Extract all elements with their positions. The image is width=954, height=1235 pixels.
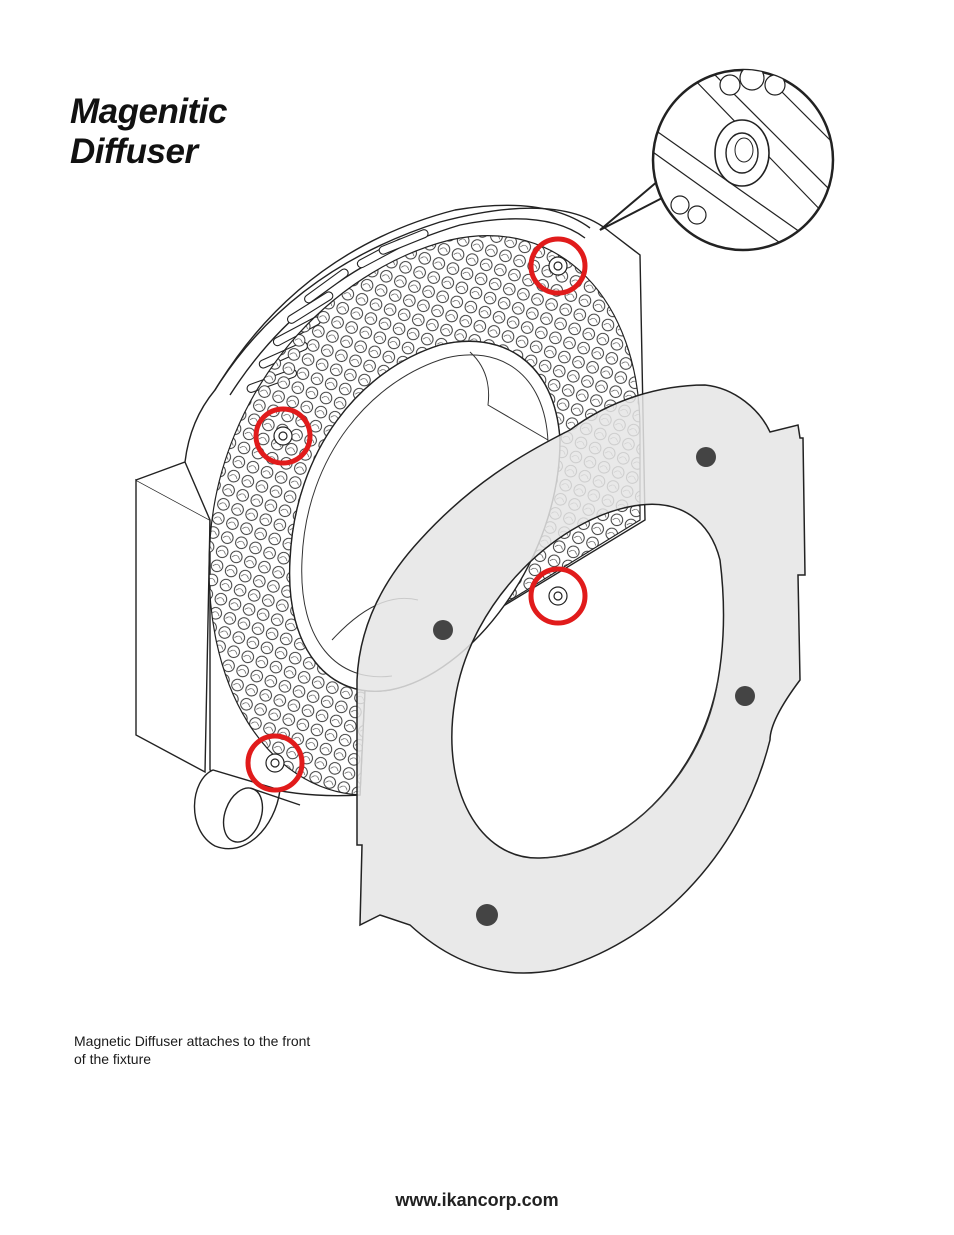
diffuser-caption: Magnetic Diffuser attaches to the front … — [74, 1033, 311, 1067]
magnet-dot-top-right — [696, 447, 716, 467]
highlight-circle-right — [528, 566, 588, 626]
magnet-dot-right — [735, 686, 755, 706]
magnet-dot-bottom — [476, 904, 498, 926]
highlight-circle-bottom — [245, 733, 305, 793]
footer-url[interactable]: www.ikancorp.com — [395, 1190, 559, 1210]
mounting-handle — [193, 769, 301, 850]
highlight-circle-left — [253, 406, 313, 466]
magnetic-diffuser-panel — [356, 384, 806, 974]
magnet-socket-highlights — [245, 236, 588, 793]
magnet-sockets — [265, 256, 568, 773]
title-line-1: Magenitic — [70, 92, 227, 131]
page-title: Magenitic Diffuser — [70, 92, 227, 172]
top-rim — [214, 204, 591, 391]
highlight-circle-top — [528, 236, 588, 296]
title-line-2: Diffuser — [70, 132, 198, 171]
magnet-dot-left — [433, 620, 453, 640]
housing-side-panel — [135, 478, 211, 774]
diffuser-assembly-illustration — [135, 68, 835, 974]
magnet-socket-detail-icon — [599, 68, 835, 252]
